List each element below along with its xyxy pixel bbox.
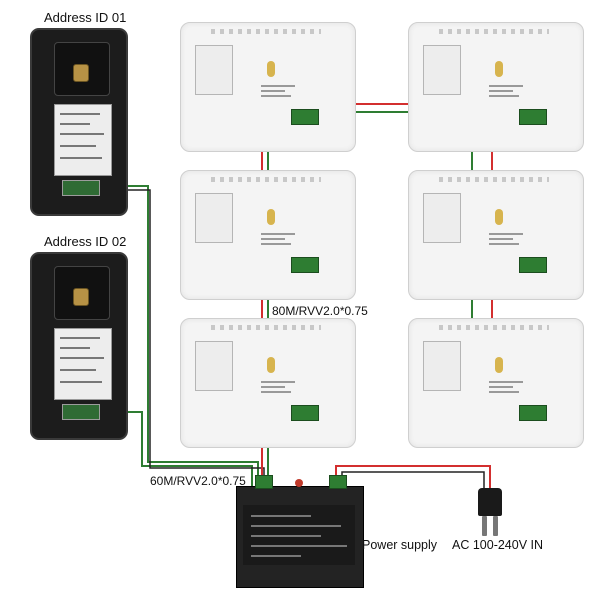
mount-slot <box>423 341 461 391</box>
camera-lens-icon <box>73 64 89 82</box>
vent-grille <box>439 325 549 330</box>
psu-led-icon <box>295 479 303 487</box>
indoor-cable-label: 80M/RVV2.0*0.75 <box>270 304 370 318</box>
vent-grille <box>439 29 549 34</box>
knob <box>267 357 275 373</box>
wire-outdoor2-green <box>128 411 253 486</box>
vent-grille <box>211 177 321 182</box>
mount-slot <box>195 341 233 391</box>
spec-sticker <box>54 328 112 400</box>
plug-pin <box>493 516 498 536</box>
indoor-monitor-2 <box>408 22 584 152</box>
back-label <box>489 379 525 397</box>
mount-slot <box>423 45 461 95</box>
vent-grille <box>211 325 321 330</box>
psu-input-terminal <box>329 475 347 489</box>
camera-lens-icon <box>73 288 89 306</box>
ac-plug-icon <box>478 488 502 538</box>
knob <box>267 61 275 77</box>
plug-pin <box>482 516 487 536</box>
address-id-1-label: Address ID 01 <box>44 10 127 25</box>
ac-input-label: AC 100-240V IN <box>452 538 544 552</box>
back-label <box>261 83 297 101</box>
mount-slot <box>195 193 233 243</box>
terminal-block <box>519 257 547 273</box>
terminal-block <box>291 405 319 421</box>
vent-grille <box>439 177 549 182</box>
terminal-block <box>291 257 319 273</box>
indoor-monitor-6 <box>408 318 584 448</box>
back-label <box>261 231 297 249</box>
knob <box>267 209 275 225</box>
terminal-block <box>519 405 547 421</box>
back-label <box>261 379 297 397</box>
back-label <box>489 231 525 249</box>
knob <box>495 61 503 77</box>
terminal-block <box>519 109 547 125</box>
power-supply-label: Power supply <box>362 538 438 552</box>
indoor-monitor-5 <box>180 318 356 448</box>
mount-slot <box>195 45 233 95</box>
terminal-block <box>291 109 319 125</box>
terminal-port <box>62 404 100 420</box>
knob <box>495 209 503 225</box>
knob <box>495 357 503 373</box>
indoor-monitor-1 <box>180 22 356 152</box>
spec-sticker <box>54 104 112 176</box>
power-supply <box>236 475 364 588</box>
psu-output-terminal <box>255 475 273 489</box>
indoor-monitor-4 <box>408 170 584 300</box>
wire-outdoor-black <box>128 189 265 486</box>
mount-slot <box>423 193 461 243</box>
indoor-monitor-3 <box>180 170 356 300</box>
terminal-port <box>62 180 100 196</box>
wire-mains-red <box>335 465 491 488</box>
outdoor-station-1 <box>30 28 128 216</box>
outdoor-cable-label: 60M/RVV2.0*0.75 <box>148 474 248 488</box>
plug-body <box>478 488 502 516</box>
back-label <box>489 83 525 101</box>
wire-outdoor1-green <box>128 185 259 486</box>
outdoor-station-2 <box>30 252 128 440</box>
psu-face <box>243 505 355 565</box>
address-id-2-label: Address ID 02 <box>44 234 127 249</box>
vent-grille <box>211 29 321 34</box>
